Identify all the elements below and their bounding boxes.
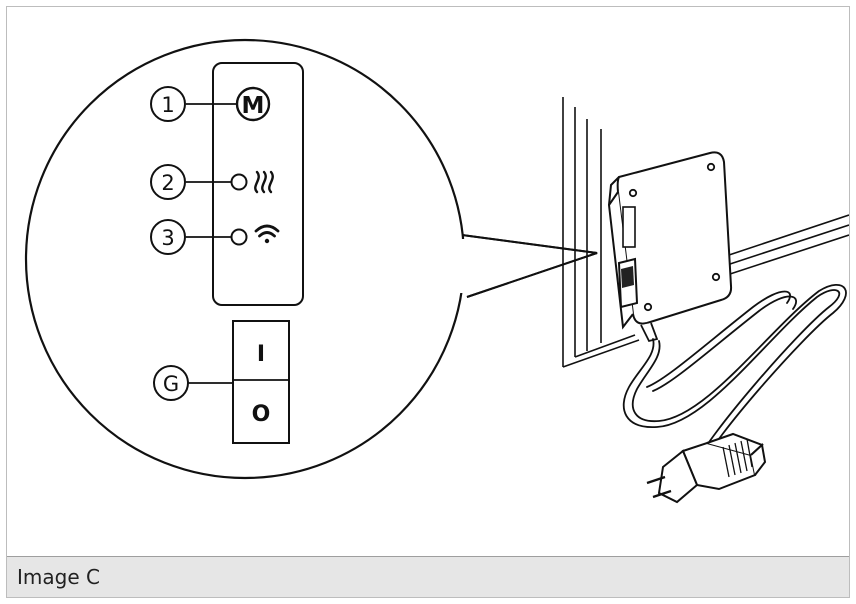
callout-1-label: 1 [161, 93, 174, 117]
callout-1 [150, 86, 186, 122]
heater-controller-device [607, 151, 733, 343]
heating-icon [254, 170, 274, 194]
power-plug [646, 432, 767, 504]
image-caption: Image C [17, 565, 100, 589]
callout-3 [150, 219, 186, 255]
figure-frame: M 1 2 3 I O [6, 6, 850, 598]
callout-2-label: 2 [161, 171, 174, 195]
heating-led [230, 173, 248, 191]
callout-g [153, 365, 189, 401]
wifi-icon [254, 224, 280, 244]
mode-button[interactable] [235, 86, 271, 122]
window-frame [562, 97, 849, 368]
caption-bar: Image C [7, 556, 849, 597]
callout-3-label: 3 [161, 226, 174, 250]
switch-on-label: I [257, 342, 265, 367]
pointer-gap [459, 239, 469, 293]
callout-g-label: G [163, 372, 179, 396]
mode-button-label: M [242, 93, 265, 119]
callout-2 [150, 164, 186, 200]
switch-off-label: O [252, 402, 271, 427]
device-illustration: M 1 2 3 I O [24, 38, 849, 504]
wifi-led [230, 228, 248, 246]
power-cable [622, 284, 847, 465]
power-switch[interactable] [232, 320, 290, 444]
pointer-outline [461, 234, 598, 298]
